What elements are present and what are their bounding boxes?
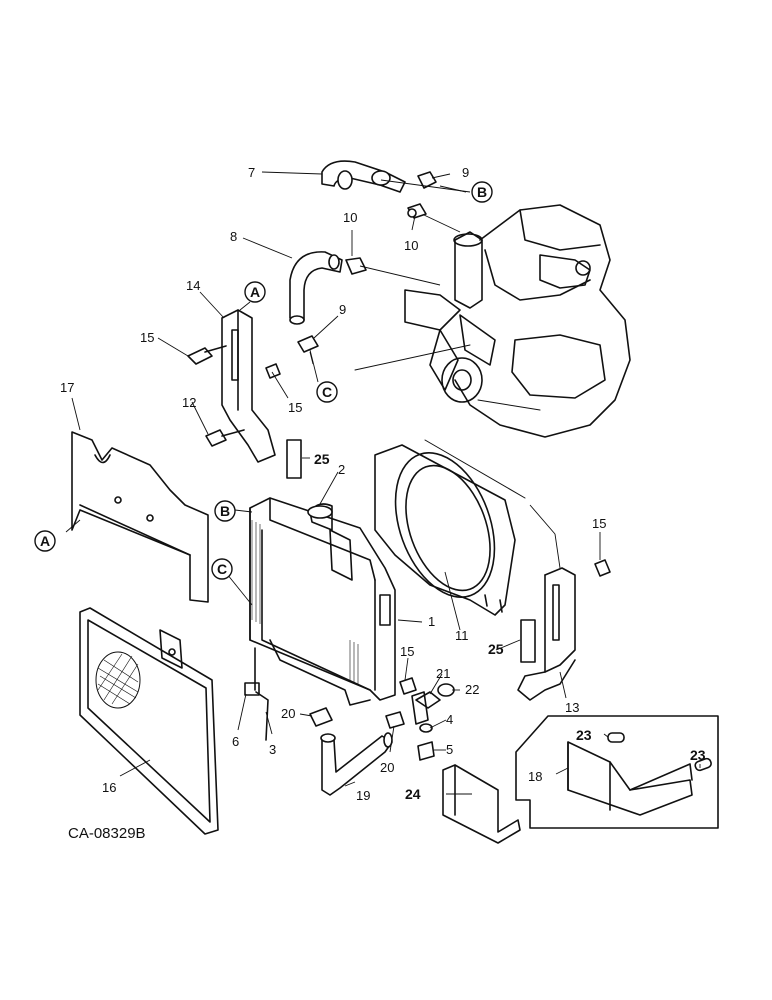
radiator-bracket-left	[187, 309, 302, 479]
grille-mesh	[95, 651, 141, 709]
fan-shroud	[374, 444, 516, 616]
callout-label: 21	[436, 666, 450, 681]
lower-hose	[289, 251, 441, 353]
radiator-bracket-right	[517, 559, 611, 701]
callout-label: 14	[186, 278, 200, 293]
lower-outlet-hose	[309, 707, 405, 796]
grille-screen	[79, 607, 219, 835]
side-panel	[71, 431, 209, 603]
callout-label: 18	[528, 769, 542, 784]
callout-label: 23	[690, 747, 706, 763]
overflow-tube	[255, 691, 269, 741]
inset-detail	[515, 715, 719, 829]
callout-label: 15	[400, 644, 414, 659]
callout-label: 25	[314, 451, 330, 467]
reference-marker-circle	[211, 558, 233, 580]
callout-label: 15	[288, 400, 302, 415]
radiator-core-hatch	[251, 520, 359, 684]
callout-label: 10	[404, 238, 418, 253]
callout-label: 3	[269, 742, 276, 757]
upper-hose	[321, 160, 471, 233]
callout-label: 11	[455, 628, 469, 643]
reference-marker-letter: A	[40, 533, 50, 549]
leader-lines	[65, 171, 701, 795]
callout-labels: 1 2 3 4 5 6 7 8 9 9 10 10 11 12 13 14 15…	[60, 165, 706, 803]
callout-label: 13	[565, 700, 579, 715]
reference-marker-letter: C	[322, 384, 332, 400]
callout-label: 2	[338, 462, 345, 477]
baffle-plate	[442, 764, 521, 844]
callout-label: 4	[446, 712, 453, 727]
callout-label: 25	[488, 641, 504, 657]
callout-label: 6	[232, 734, 239, 749]
callout-label: 15	[140, 330, 154, 345]
reference-markers: A A B B C C	[34, 181, 493, 580]
callout-label: 8	[230, 229, 237, 244]
callout-label: 1	[428, 614, 435, 629]
callout-label: 9	[462, 165, 469, 180]
callout-label: 16	[102, 780, 116, 795]
reference-marker-circle	[471, 181, 493, 203]
callout-label: 12	[182, 395, 196, 410]
callout-label: 9	[339, 302, 346, 317]
callout-label: 23	[576, 727, 592, 743]
reference-marker-letter: C	[217, 561, 227, 577]
callout-label: 20	[281, 706, 295, 721]
callout-label: 10	[343, 210, 357, 225]
figure-code: CA-08329B	[68, 825, 146, 842]
callout-label: 15	[592, 516, 606, 531]
radiator	[244, 497, 417, 706]
callout-label: 7	[248, 165, 255, 180]
reference-marker-circle	[316, 381, 338, 403]
reference-marker-letter: B	[477, 184, 487, 200]
reference-marker-circle	[214, 500, 236, 522]
reference-marker-circle	[244, 281, 266, 303]
callout-label: 19	[356, 788, 370, 803]
callout-label: 24	[405, 786, 421, 802]
callout-label: 17	[60, 380, 74, 395]
reference-marker-letter: A	[250, 284, 260, 300]
engine-block	[354, 204, 631, 499]
callout-label: 5	[446, 742, 453, 757]
callout-label: 20	[380, 760, 394, 775]
reference-marker-circle	[34, 530, 56, 552]
callout-label: 22	[465, 682, 479, 697]
reference-marker-letter: B	[220, 503, 230, 519]
